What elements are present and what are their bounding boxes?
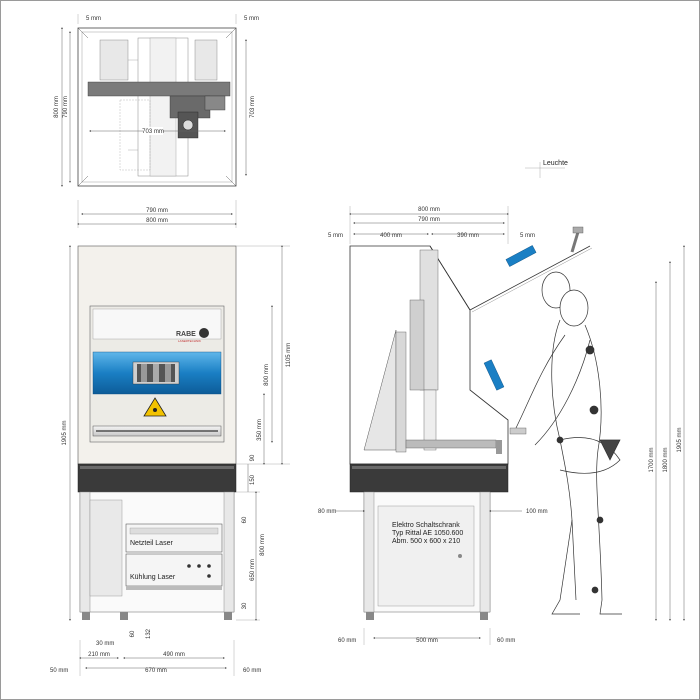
top-view: 703 mm 5 mm 5 mm 800 mm 790 mm 703 mm 79… xyxy=(54,14,259,228)
side-handle-blue xyxy=(483,359,505,391)
dim-150-front: 150 xyxy=(250,474,256,485)
laser-warning-icon xyxy=(143,397,167,417)
dim-1105-front: 1105 mm xyxy=(286,343,292,368)
dim-60mm-right-side: 60 mm xyxy=(497,638,515,644)
dim-1700-side: 1700 mm xyxy=(649,447,655,472)
dim-90-front: 90 xyxy=(250,454,256,461)
dim-210-front: 210 mm xyxy=(88,652,110,658)
label-netzteil-laser: Netzteil Laser xyxy=(130,540,173,547)
brand-sub-text: LASERTECHNIK xyxy=(178,339,201,343)
dim-400-side: 400 mm xyxy=(380,233,402,239)
human-figure xyxy=(514,271,622,615)
dim-132-front: 132 xyxy=(146,628,152,639)
cabinet-line-3: Abm. 500 x 600 x 210 xyxy=(392,538,460,545)
dim-490-front: 490 mm xyxy=(163,652,185,658)
dim-670-front: 670 mm xyxy=(145,668,167,674)
kuehlung-laser-box xyxy=(125,553,223,587)
dim-30mm-front: 30 mm xyxy=(96,641,114,647)
label-kuehlung-laser: Kühlung Laser xyxy=(130,574,176,581)
cabinet-line-2: Typ Rittal AE 1050.600 xyxy=(392,530,463,537)
dim-790-v-top: 790 mm xyxy=(63,96,69,118)
side-view: Leuchte 800 mm 790 mm 5 mm 400 mm 390 mm… xyxy=(318,160,685,645)
lid-handle-blue xyxy=(505,245,537,267)
dim-30-front: 30 xyxy=(242,602,248,609)
dim-60-front: 60 xyxy=(242,516,248,523)
cabinet-line-1: Elektro Schaltschrank xyxy=(392,522,460,529)
dim-5mm-left-top: 5 mm xyxy=(86,16,101,22)
dim-790-h-top: 790 mm xyxy=(146,208,168,214)
dim-5mm-right-side: 5 mm xyxy=(520,233,535,239)
front-view: RABE LASERTECHNIK Netzteil Laser Kühlung… xyxy=(50,245,292,676)
dim-1905-front: 1905 mm xyxy=(62,420,68,445)
dim-60mm-front: 60 mm xyxy=(243,668,261,674)
dim-5mm-right-top: 5 mm xyxy=(244,16,259,22)
dim-60mm-left-side: 60 mm xyxy=(338,638,356,644)
dim-50mm-front: 50 mm xyxy=(50,668,68,674)
dim-80mm-side: 80 mm xyxy=(318,509,336,515)
dim-800b-front: 800 mm xyxy=(260,534,266,556)
dim-650-front: 650 mm xyxy=(250,559,256,581)
dim-350-front: 350 mm xyxy=(257,419,263,441)
dim-390-side: 390 mm xyxy=(457,233,479,239)
dim-800-h-top: 800 mm xyxy=(146,218,168,224)
brand-logo-text: RABE xyxy=(176,331,196,338)
dim-790-side: 790 mm xyxy=(418,217,440,223)
dim-800-side: 800 mm xyxy=(418,207,440,213)
dim-1800-side: 1800 mm xyxy=(663,447,669,472)
dim-100mm-side: 100 mm xyxy=(526,509,548,515)
dim-703-h-top: 703 mm xyxy=(142,129,164,135)
dim-1905-side: 1905 mm xyxy=(677,427,683,452)
dim-703-v-top: 703 mm xyxy=(250,96,256,118)
label-leuchte: Leuchte xyxy=(543,160,568,167)
brand-logo-icon xyxy=(199,328,209,338)
dim-800-front: 800 mm xyxy=(264,364,270,386)
dim-60b-front: 60 xyxy=(130,630,136,637)
dim-500mm-side: 500 mm xyxy=(416,638,438,644)
dim-800-v-top: 800 mm xyxy=(54,96,60,118)
dim-5mm-left-side: 5 mm xyxy=(328,233,343,239)
